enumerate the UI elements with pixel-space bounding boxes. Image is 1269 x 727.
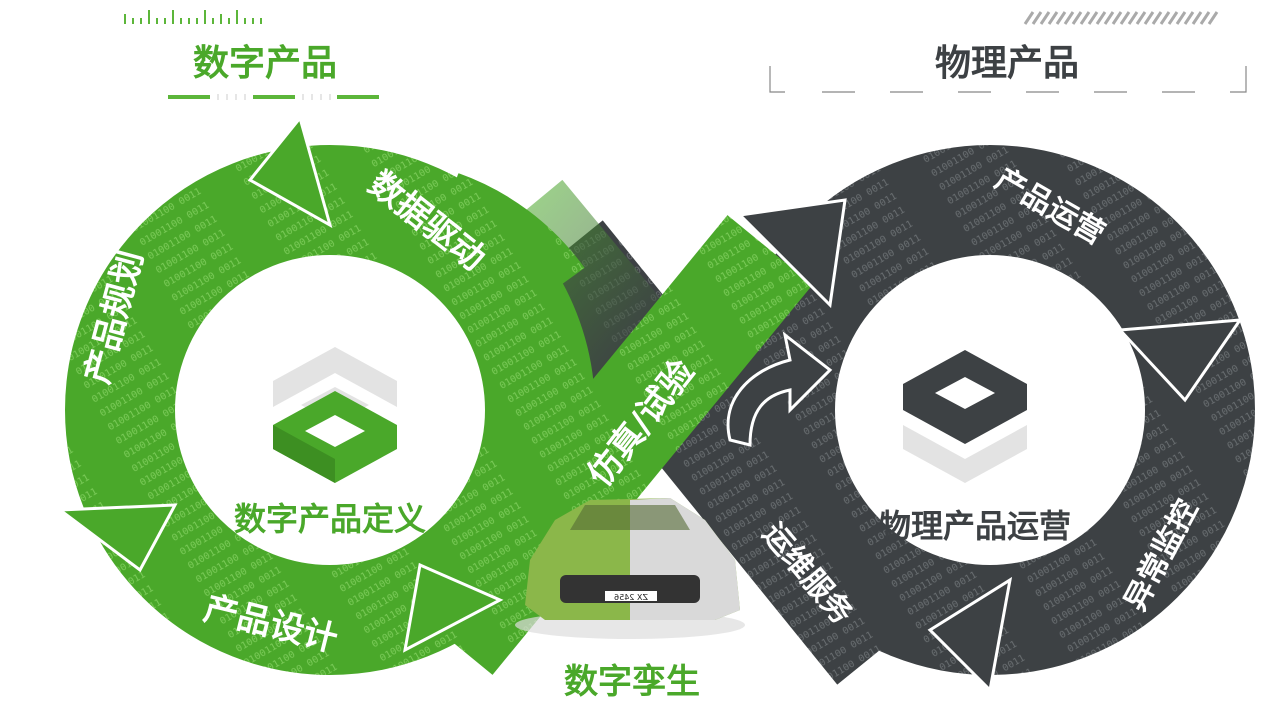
physical-product-operation-label: 物理产品运营 — [879, 507, 1071, 545]
physical-product-logo — [903, 350, 1027, 483]
digital-twin-label: 数字孪生 — [564, 662, 700, 702]
arrow-design-icon — [402, 562, 504, 653]
car-image: ZX 2456 — [515, 498, 745, 639]
loop-ring-digital — [65, 145, 595, 675]
arrow-operation-icon — [1116, 318, 1244, 403]
arrow-monitoring-icon — [927, 576, 1013, 694]
physical-header-decoration — [769, 11, 1247, 93]
arrow-planning-icon — [55, 503, 178, 573]
digital-product-definition-label: 数字产品定义 — [234, 500, 426, 538]
digital-product-header: 数字产品 — [193, 43, 337, 84]
digital-product-logo — [273, 347, 397, 483]
loop-band-green-diagonal — [407, 215, 813, 675]
digital-header-decoration — [124, 10, 262, 24]
arrow-simulation-icon — [736, 198, 847, 309]
arrow-maintenance-curved-icon — [726, 331, 833, 447]
arrow-data-driven-icon — [247, 114, 333, 229]
physical-product-header: 物理产品 — [935, 43, 1079, 84]
digital-header-underline — [168, 94, 379, 100]
car-plate: ZX 2456 — [614, 593, 648, 602]
